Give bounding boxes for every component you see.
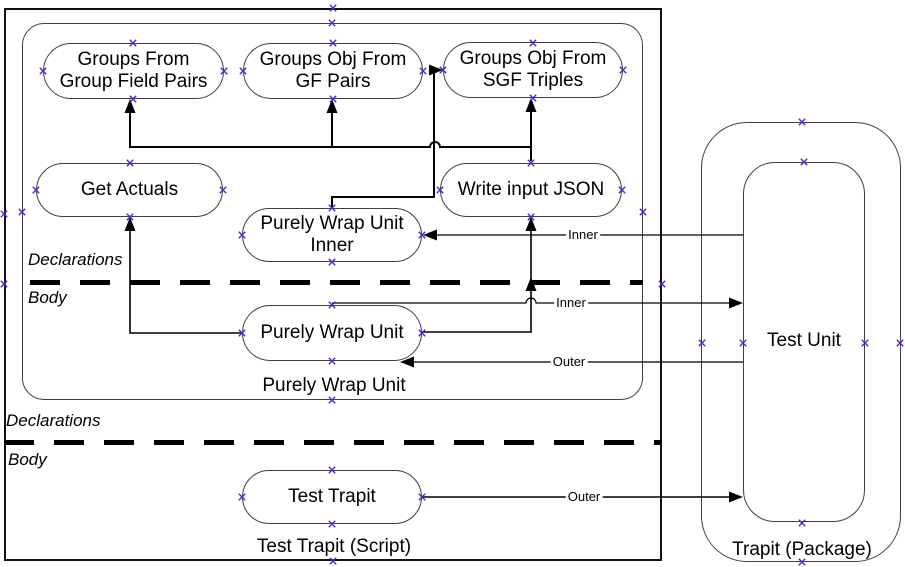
inner-declarations-label: Declarations bbox=[28, 250, 123, 269]
node-get-actuals: Get Actuals bbox=[36, 163, 223, 217]
node-purely-wrap-unit: Purely Wrap Unit bbox=[242, 305, 422, 361]
node-test-trapit: Test Trapit bbox=[242, 470, 422, 524]
node-groups-obj-from-gf-pairs: Groups Obj From GF Pairs bbox=[243, 43, 423, 99]
node-groups-from-group-field-pairs: Groups From Group Field Pairs bbox=[43, 43, 224, 99]
outer-body-label: Body bbox=[8, 450, 47, 469]
edge-label-outer-callback: Outer bbox=[550, 353, 588, 369]
outer-declarations-label: Declarations bbox=[6, 411, 101, 430]
edge-label-inner-callback: Inner bbox=[566, 226, 600, 242]
script-container-label: Test Trapit (Script) bbox=[256, 536, 412, 557]
inner-body-label: Body bbox=[28, 288, 67, 307]
node-purely-wrap-unit-inner: Purely Wrap Unit Inner bbox=[242, 208, 422, 262]
node-write-input-json: Write input JSON bbox=[440, 163, 622, 217]
test-unit-label: Test Unit bbox=[767, 330, 841, 351]
edge-label-inner-call: Inner bbox=[554, 294, 588, 310]
edge-label-outer-call: Outer bbox=[565, 488, 603, 504]
purely-wrap-unit-container-label: Purely Wrap Unit bbox=[262, 375, 406, 396]
node-groups-obj-from-sgf-triples: Groups Obj From SGF Triples bbox=[443, 42, 623, 98]
outer-declarations-body-divider bbox=[4, 440, 662, 445]
trapit-package-label: Trapit (Package) bbox=[732, 539, 872, 560]
inner-declarations-body-divider bbox=[30, 280, 643, 285]
